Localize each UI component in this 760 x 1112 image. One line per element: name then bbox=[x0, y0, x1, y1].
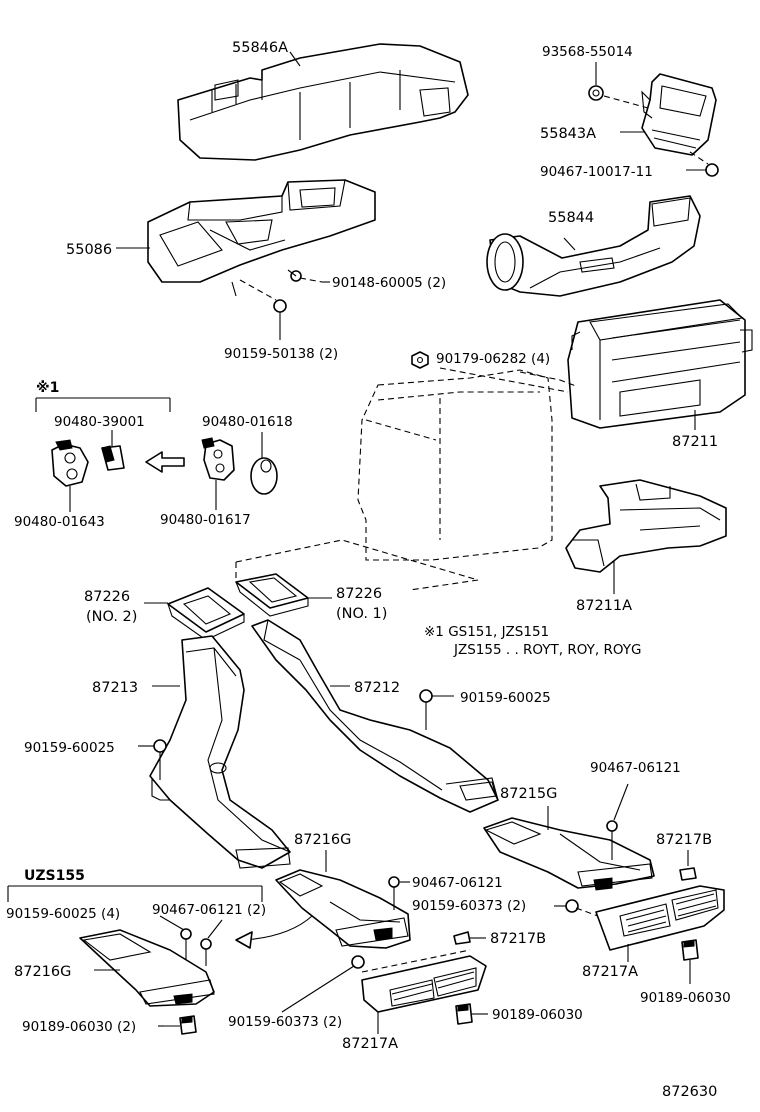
clip-90189-06030-right bbox=[681, 939, 699, 984]
part-55086 bbox=[147, 179, 376, 297]
screw-90159-50138 bbox=[239, 279, 287, 340]
label-uzs155: UZS155 bbox=[24, 868, 85, 884]
part-87211A bbox=[565, 479, 727, 594]
label-87215G: 87215G bbox=[500, 786, 557, 802]
label-90480-01617: 90480-01617 bbox=[160, 512, 251, 528]
label-87226-no1-sub: (NO. 1) bbox=[336, 606, 387, 622]
label-87226-no1: 87226 bbox=[336, 586, 382, 602]
label-90159-60025-4: 90159-60025 (4) bbox=[6, 906, 120, 922]
uzs155-group bbox=[7, 885, 263, 1035]
nut-90179 bbox=[411, 351, 569, 393]
phantom-heater-unit bbox=[235, 369, 577, 591]
label-90189-06030-left: 90189-06030 (2) bbox=[22, 1019, 136, 1035]
part-87217A-bottom bbox=[361, 949, 487, 1034]
part-87215G bbox=[483, 806, 655, 891]
part-87212 bbox=[251, 619, 499, 813]
label-87212: 87212 bbox=[354, 680, 400, 696]
label-note-line2: JZS155 . . ROYT, ROY, ROYG bbox=[453, 642, 641, 658]
label-90159-60025-right: 90159-60025 bbox=[460, 690, 551, 706]
clip-group-note1 bbox=[35, 397, 278, 512]
label-87226-no2-sub: (NO. 2) bbox=[86, 609, 137, 625]
label-90189-06030-mid: 90189-06030 bbox=[492, 1007, 583, 1023]
label-90467-06121-b: 90467-06121 bbox=[412, 875, 503, 891]
bolt-90467-06121-b bbox=[388, 876, 410, 910]
screw-90159-60373-a bbox=[554, 899, 599, 917]
part-87213 bbox=[149, 635, 291, 869]
label-87213: 87213 bbox=[92, 680, 138, 696]
screw-90148 bbox=[287, 269, 330, 283]
labels: 55846A 93568-55014 55843A 90467-10017-11… bbox=[6, 40, 731, 1100]
part-55843A bbox=[641, 73, 717, 156]
label-93568-55014: 93568-55014 bbox=[542, 44, 633, 60]
label-90148-60005: 90148-60005 (2) bbox=[332, 275, 446, 291]
screw-90159-60025-right bbox=[419, 689, 454, 730]
clip-93568-55014 bbox=[588, 62, 649, 109]
label-90480-39001: 90480-39001 bbox=[54, 414, 145, 430]
part-87211 bbox=[567, 299, 753, 430]
label-90189-06030-right: 90189-06030 bbox=[640, 990, 731, 1006]
label-87217A-bottom: 87217A bbox=[342, 1036, 398, 1052]
label-87216G-top: 87216G bbox=[294, 832, 351, 848]
part-87226-no1 bbox=[235, 573, 332, 617]
label-90179-06282: 90179-06282 (4) bbox=[436, 351, 550, 367]
label-87217B-mid: 87217B bbox=[490, 931, 546, 947]
label-87226-no2: 87226 bbox=[84, 589, 130, 605]
part-87217A-right bbox=[595, 885, 725, 962]
part-87226-no2 bbox=[144, 587, 245, 641]
bolt-90467-06121-a bbox=[606, 783, 629, 860]
figure-number: 872630 bbox=[662, 1084, 717, 1100]
label-55846A: 55846A bbox=[232, 40, 288, 56]
bolt-90467-10017 bbox=[686, 151, 719, 177]
part-87217B-mid bbox=[453, 931, 486, 945]
label-87211: 87211 bbox=[672, 434, 718, 450]
label-90467-06121-2: 90467-06121 (2) bbox=[152, 902, 266, 918]
label-90467-06121-a: 90467-06121 bbox=[590, 760, 681, 776]
label-90467-10017-11: 90467-10017-11 bbox=[540, 164, 653, 180]
screw-90159-60025-left bbox=[138, 739, 167, 780]
part-55844 bbox=[486, 195, 701, 297]
screw-90159-60373-b bbox=[281, 955, 365, 1013]
label-87216G-bottom: 87216G bbox=[14, 964, 71, 980]
arrow-curve bbox=[235, 915, 313, 949]
label-90159-60025-left: 90159-60025 bbox=[24, 740, 115, 756]
label-90480-01618: 90480-01618 bbox=[202, 414, 293, 430]
leader-lines bbox=[116, 51, 644, 1027]
label-55844: 55844 bbox=[548, 210, 594, 226]
clip-90189-06030-mid bbox=[455, 1003, 488, 1025]
label-note-line1: ※1 GS151, JZS151 bbox=[424, 624, 549, 640]
label-90159-50138: 90159-50138 (2) bbox=[224, 346, 338, 362]
part-87217B-right bbox=[679, 850, 697, 881]
part-55846A bbox=[177, 43, 469, 161]
label-55843A: 55843A bbox=[540, 126, 596, 142]
part-87216G-upper bbox=[275, 850, 411, 949]
label-87211A: 87211A bbox=[576, 598, 632, 614]
label-90159-60373-b: 90159-60373 (2) bbox=[228, 1014, 342, 1030]
label-55086: 55086 bbox=[66, 242, 112, 258]
label-note-mark: ※1 bbox=[36, 380, 59, 396]
label-90480-01643: 90480-01643 bbox=[14, 514, 105, 530]
label-90159-60373-a: 90159-60373 (2) bbox=[412, 898, 526, 914]
label-87217B-right: 87217B bbox=[656, 832, 712, 848]
label-87217A-right: 87217A bbox=[582, 964, 638, 980]
